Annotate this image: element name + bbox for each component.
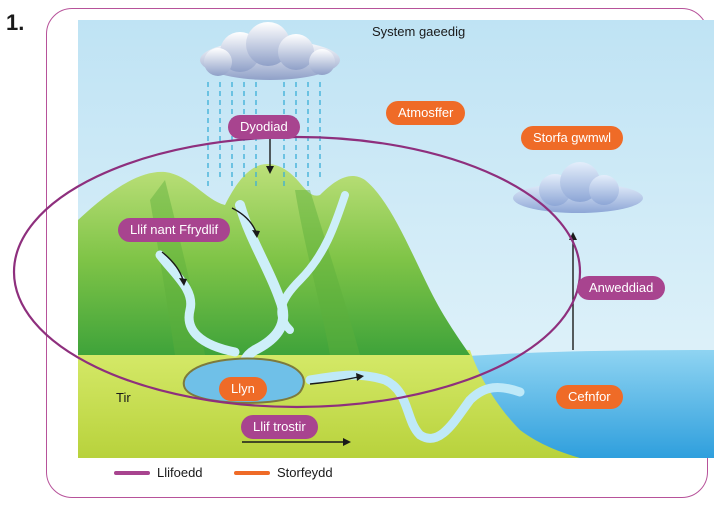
rain-cloud-icon — [200, 22, 340, 80]
river-left — [155, 250, 240, 357]
land-label: Tir — [116, 390, 131, 405]
precipitation-label: Dyodiad — [228, 115, 300, 139]
system-title: System gaeedig — [372, 24, 466, 39]
lake-label: Llyn — [219, 377, 267, 401]
flow-arrows — [161, 138, 577, 446]
legend-stores-label: Storfeydd — [277, 465, 333, 480]
atmosphere-label: Atmosffer — [386, 101, 466, 125]
legend-stores-swatch — [234, 471, 270, 475]
overland-flow-label: Llif trostir — [241, 415, 318, 439]
condensation-label: Anweddiad — [577, 276, 666, 300]
mountains — [78, 164, 470, 355]
system-boundary — [12, 135, 582, 409]
stream-runoff-label: Llif nant Ffrydlif — [118, 218, 231, 242]
legend-flows-label: Llifoedd — [157, 465, 203, 480]
legend-flows-swatch — [114, 471, 150, 475]
storage-cloud-icon — [513, 162, 643, 213]
question-number: 1. — [6, 10, 25, 35]
cloud-storage-label: Storfa gwmwl — [521, 126, 624, 150]
river-right — [277, 191, 349, 334]
ocean-label: Cefnfor — [556, 385, 623, 409]
